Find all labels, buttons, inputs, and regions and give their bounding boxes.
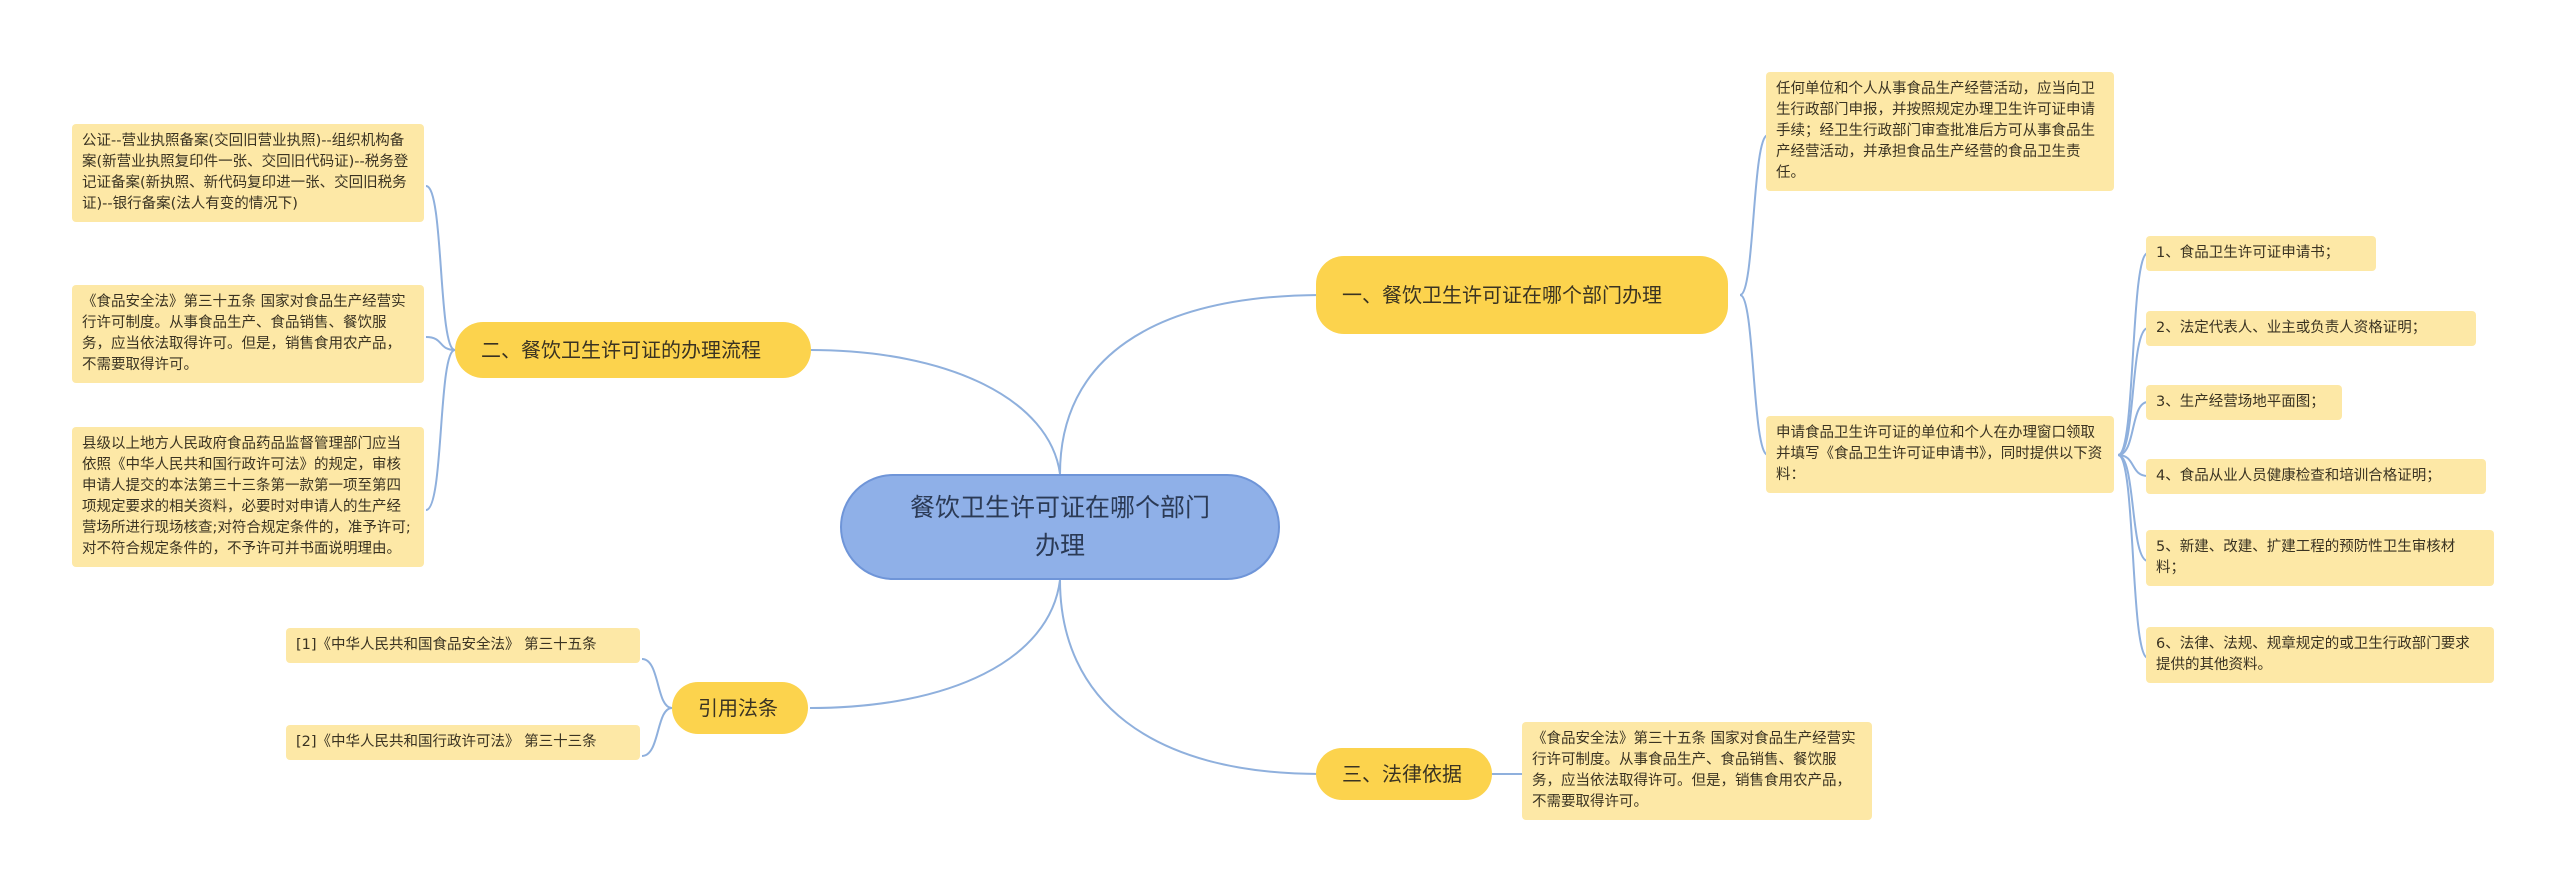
material-item-1-text: 1、食品卫生许可证申请书； (2156, 245, 2340, 261)
leaf-citation-1-text: [1]《中华人民共和国食品安全法》 第三十五条 (296, 637, 597, 653)
leaf-citation-2-text: [2]《中华人民共和国行政许可法》 第三十三条 (296, 734, 597, 750)
link-m6 (2117, 454, 2149, 659)
root-topic[interactable]: 餐饮卫生许可证在哪个部门办理 (840, 474, 1280, 580)
material-item-3-text: 3、生产经营场地平面图； (2156, 394, 2325, 410)
leaf-food-safety-law[interactable]: 《食品安全法》第三十五条 国家对食品生产经营实行许可制度。从事食品生产、食品销售… (72, 285, 424, 383)
link-root-b3 (1059, 579, 1321, 775)
leaf-filing-steps-text: 公证--营业执照备案(交回旧营业执照)--组织机构备案(新营业执照复印件一张、交… (82, 133, 409, 212)
material-item-4-text: 4、食品从业人员健康检查和培训合格证明； (2156, 468, 2441, 484)
link-root-b1 (1059, 294, 1321, 475)
material-item-5-text: 5、新建、改建、扩建工程的预防性卫生审核材料； (2156, 539, 2456, 576)
material-item-2[interactable]: 2、法定代表人、业主或负责人资格证明； (2146, 311, 2476, 346)
branch-where-to-apply-label: 一、餐饮卫生许可证在哪个部门办理 (1342, 283, 1662, 307)
leaf-application-materials-text: 申请食品卫生许可证的单位和个人在办理窗口领取并填写《食品卫生许可证申请书》，同时… (1776, 425, 2103, 483)
link-b2-leaf2 (425, 336, 456, 351)
leaf-legal-basis-text[interactable]: 《食品安全法》第三十五条 国家对食品生产经营实行许可制度。从事食品生产、食品销售… (1522, 722, 1872, 820)
branch-legal-basis[interactable]: 三、法律依据 (1316, 748, 1492, 800)
branch-process-label: 二、餐饮卫生许可证的办理流程 (481, 338, 761, 362)
link-root-b2 (809, 349, 1061, 475)
link-b4-leaf1 (641, 658, 673, 709)
link-b4-leaf2 (641, 707, 673, 757)
material-item-2-text: 2、法定代表人、业主或负责人资格证明； (2156, 320, 2427, 336)
link-b1-leaf1 (1739, 134, 1769, 296)
material-item-6[interactable]: 6、法律、法规、规章规定的或卫生行政部门要求提供的其他资料。 (2146, 627, 2494, 683)
branch-cited-articles[interactable]: 引用法条 (672, 682, 808, 734)
leaf-legal-basis-text-content: 《食品安全法》第三十五条 国家对食品生产经营实行许可制度。从事食品生产、食品销售… (1532, 731, 1856, 810)
leaf-citation-1[interactable]: [1]《中华人民共和国食品安全法》 第三十五条 (286, 628, 640, 663)
link-m2 (2117, 327, 2149, 456)
leaf-review-procedure-text: 县级以上地方人民政府食品药品监督管理部门应当依照《中华人民共和国行政许可法》的规… (82, 436, 411, 557)
material-item-4[interactable]: 4、食品从业人员健康检查和培训合格证明； (2146, 459, 2486, 494)
material-item-6-text: 6、法律、法规、规章规定的或卫生行政部门要求提供的其他资料。 (2156, 636, 2470, 673)
root-topic-label: 餐饮卫生许可证在哪个部门办理 (909, 493, 1210, 560)
leaf-citation-2[interactable]: [2]《中华人民共和国行政许可法》 第三十三条 (286, 725, 640, 760)
link-b2-leaf1 (425, 185, 456, 351)
branch-legal-basis-label: 三、法律依据 (1342, 762, 1462, 786)
leaf-application-materials[interactable]: 申请食品卫生许可证的单位和个人在办理窗口领取并填写《食品卫生许可证申请书》，同时… (1766, 416, 2114, 493)
link-b2-leaf3 (425, 349, 456, 511)
leaf-review-procedure[interactable]: 县级以上地方人民政府食品药品监督管理部门应当依照《中华人民共和国行政许可法》的规… (72, 427, 424, 567)
link-m1 (2117, 252, 2149, 456)
link-b1-leaf2 (1739, 294, 1769, 456)
material-item-3[interactable]: 3、生产经营场地平面图； (2146, 385, 2342, 420)
branch-process[interactable]: 二、餐饮卫生许可证的办理流程 (455, 322, 811, 378)
material-item-1[interactable]: 1、食品卫生许可证申请书； (2146, 236, 2376, 271)
leaf-filing-steps[interactable]: 公证--营业执照备案(交回旧营业执照)--组织机构备案(新营业执照复印件一张、交… (72, 124, 424, 222)
material-item-5[interactable]: 5、新建、改建、扩建工程的预防性卫生审核材料； (2146, 530, 2494, 586)
leaf-apply-procedure[interactable]: 任何单位和个人从事食品生产经营活动，应当向卫生行政部门申报，并按照规定办理卫生许… (1766, 72, 2114, 191)
link-m5 (2117, 454, 2149, 562)
leaf-food-safety-law-text: 《食品安全法》第三十五条 国家对食品生产经营实行许可制度。从事食品生产、食品销售… (82, 294, 406, 373)
link-root-b4 (809, 579, 1061, 709)
branch-cited-articles-label: 引用法条 (698, 696, 778, 720)
leaf-apply-procedure-text: 任何单位和个人从事食品生产经营活动，应当向卫生行政部门申报，并按照规定办理卫生许… (1776, 81, 2095, 181)
branch-where-to-apply[interactable]: 一、餐饮卫生许可证在哪个部门办理 (1316, 256, 1728, 334)
link-m3 (2117, 401, 2149, 456)
